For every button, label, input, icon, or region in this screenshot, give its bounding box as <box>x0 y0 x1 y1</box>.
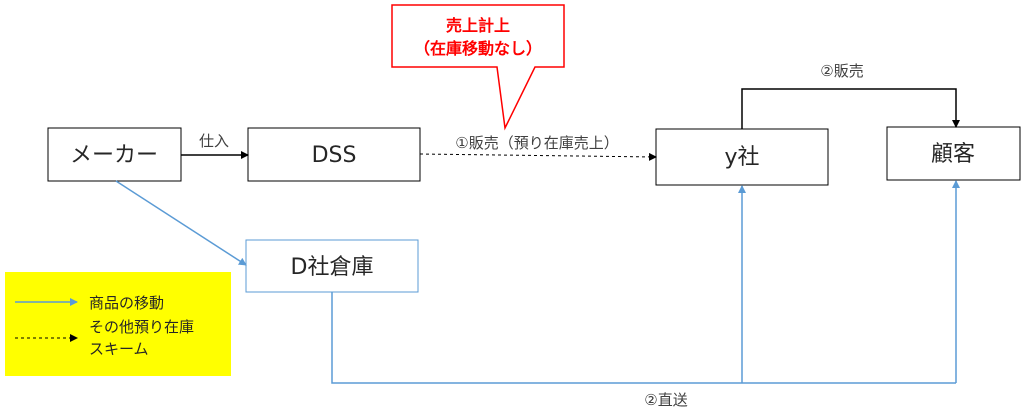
node-customer-label: 顧客 <box>931 142 975 167</box>
node-maker-label: メーカー <box>70 143 158 168</box>
callout-line2: （在庫移動なし） <box>414 39 542 58</box>
edge-purchase-label: 仕入 <box>199 132 229 150</box>
callout-bubble <box>391 4 565 131</box>
edge-sale2-label: ②販売 <box>820 62 863 80</box>
node-customer[interactable]: 顧客 <box>886 126 1021 181</box>
node-dss-label: DSS <box>312 143 357 168</box>
edge-sale2 <box>741 88 960 129</box>
legend-other-line2: スキーム <box>89 340 149 358</box>
node-y-company[interactable]: y社 <box>655 128 829 186</box>
legend-goods-movement: 商品の移動 <box>89 294 164 312</box>
legend-other-line1: その他預り在庫 <box>89 318 194 336</box>
node-dss[interactable]: DSS <box>247 127 421 182</box>
node-y-company-label: y社 <box>724 145 759 170</box>
node-maker[interactable]: メーカー <box>47 127 182 182</box>
callout-line1: 売上計上 <box>446 16 510 35</box>
node-d-warehouse[interactable]: D社倉庫 <box>245 239 419 293</box>
node-d-warehouse-label: D社倉庫 <box>291 255 374 280</box>
edge-maker-to-warehouse <box>115 180 247 266</box>
edge-sale1 <box>419 152 657 161</box>
legend: 商品の移動 その他預り在庫 スキーム <box>5 272 231 376</box>
edge-direct-label: ②直送 <box>644 391 687 409</box>
edge-direct-ship <box>331 292 956 384</box>
edge-sale1-label: ①販売（預り在庫売上） <box>455 134 618 152</box>
